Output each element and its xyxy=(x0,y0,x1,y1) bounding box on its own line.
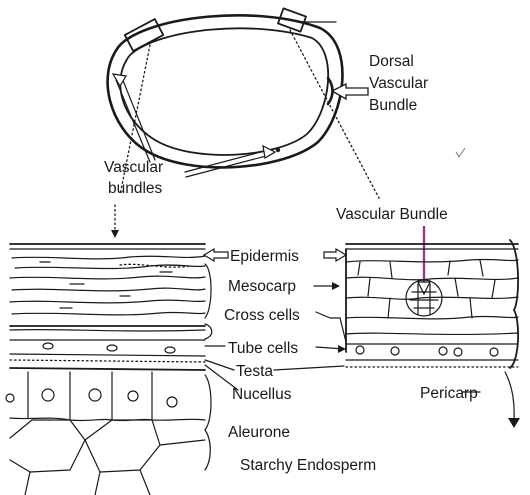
pencil-tick-mark xyxy=(456,148,465,157)
starchy-endosperm-label: Starchy Endosperm xyxy=(240,457,376,474)
aleurone-label: Aleurone xyxy=(228,424,290,441)
dorsal-label-line1: Dorsal xyxy=(369,53,414,70)
vascular-bundles-label-line1: Vascular xyxy=(104,159,163,176)
pericarp-label: Pericarp xyxy=(420,385,478,402)
dorsal-bundle-arrow xyxy=(332,84,368,99)
left-tissue-block xyxy=(6,244,205,495)
mesocarp-label: Mesocarp xyxy=(228,278,296,295)
nucellus-label: Nucellus xyxy=(232,386,292,403)
dorsal-label-line3: Bundle xyxy=(369,97,417,114)
epidermis-label: Epidermis xyxy=(230,248,299,265)
tube-cells-label: Tube cells xyxy=(228,340,298,357)
dorsal-label-line2: Vascular xyxy=(369,75,428,92)
vascular-bundles-label-line2: bundles xyxy=(108,180,163,197)
vascular-bundle-label: Vascular Bundle xyxy=(336,206,448,223)
testa-label: Testa xyxy=(236,363,273,380)
vascular-bundle-pointer xyxy=(418,226,430,294)
cross-cells-label: Cross cells xyxy=(224,307,300,324)
